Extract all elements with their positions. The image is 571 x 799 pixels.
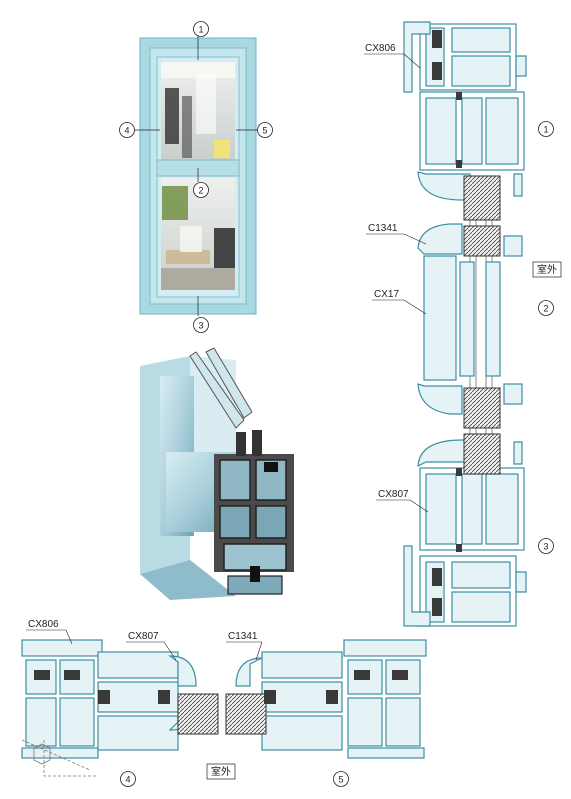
svg-text:2: 2 <box>198 186 203 196</box>
svg-text:室外: 室外 <box>211 765 231 778</box>
svg-text:4: 4 <box>125 775 130 785</box>
label-cx807-v: CX807 <box>378 489 409 500</box>
wall-anchor-detail <box>21 739 96 777</box>
section-callout-4: 4 <box>120 771 136 787</box>
callout-4: 4 <box>119 122 135 138</box>
label-c1341-h: C1341 <box>228 631 258 642</box>
window-elevation: 1 4 5 2 3 <box>119 21 273 333</box>
section-callout-3: 3 <box>538 538 554 554</box>
callout-2: 2 <box>193 182 209 198</box>
label-cx17-v: CX17 <box>374 289 399 300</box>
svg-text:1: 1 <box>198 25 203 35</box>
exterior-label-v: 室外 <box>532 261 562 278</box>
svg-text:5: 5 <box>262 126 267 136</box>
section-callout-1: 1 <box>538 121 554 137</box>
callout-3: 3 <box>193 317 209 333</box>
svg-text:3: 3 <box>198 321 203 331</box>
label-cx807-h: CX807 <box>128 631 159 642</box>
label-cx806-h: CX806 <box>28 619 59 630</box>
svg-text:5: 5 <box>338 775 343 785</box>
profile-3d-render <box>140 347 294 600</box>
callout-1: 1 <box>193 21 209 37</box>
svg-text:室外: 室外 <box>537 263 557 276</box>
svg-text:3: 3 <box>543 542 548 552</box>
exterior-label-h: 室外 <box>206 763 236 780</box>
label-c1341-v: C1341 <box>368 223 398 234</box>
svg-text:4: 4 <box>124 126 129 136</box>
horizontal-section-labels: CX806 CX807 C1341 4 室外 5 <box>26 619 349 787</box>
section-callout-5: 5 <box>333 771 349 787</box>
horizontal-section-gaskets <box>34 670 408 735</box>
horizontal-section <box>21 639 427 759</box>
svg-text:1: 1 <box>543 125 548 135</box>
vertical-section <box>403 21 527 627</box>
svg-text:2: 2 <box>543 304 548 314</box>
vertical-section-labels: CX806 C1341 CX17 CX807 1 室外 2 3 <box>364 43 562 554</box>
section-callout-2: 2 <box>538 300 554 316</box>
vertical-section-gaskets <box>432 30 501 616</box>
label-cx806-v: CX806 <box>365 43 396 54</box>
callout-5: 5 <box>257 122 273 138</box>
